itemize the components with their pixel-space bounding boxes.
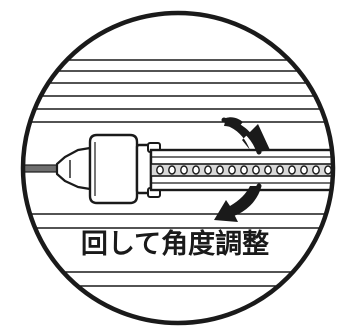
end-cap: [88, 133, 153, 205]
led-chips: [156, 165, 332, 175]
instruction-caption: 回して角度調整: [80, 229, 270, 260]
connector-nose: [55, 146, 92, 191]
arrow-highlights: [221, 117, 262, 217]
magnified-view: [23, 59, 333, 287]
led-tube: [149, 148, 333, 192]
magnifier-outline: [20, 10, 336, 326]
